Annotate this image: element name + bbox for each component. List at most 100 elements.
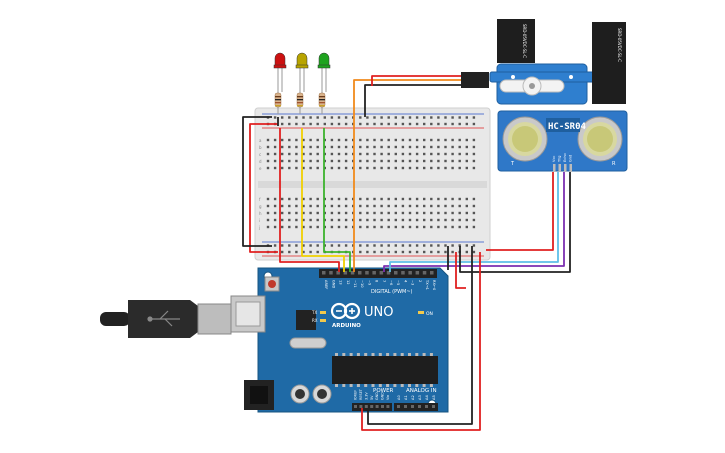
bb-hole[interactable] <box>451 138 454 142</box>
bb-hole[interactable] <box>302 250 305 254</box>
bb-hole[interactable] <box>437 250 440 254</box>
bb-hole[interactable] <box>295 250 298 254</box>
bb-hole[interactable] <box>316 159 319 163</box>
bb-hole[interactable] <box>444 211 447 215</box>
bb-hole[interactable] <box>380 218 383 222</box>
bb-hole[interactable] <box>302 152 305 156</box>
bb-hole[interactable] <box>387 159 390 163</box>
bb-hole[interactable] <box>451 166 454 170</box>
bb-hole[interactable] <box>281 116 284 119</box>
bb-hole[interactable] <box>465 250 468 254</box>
bb-hole[interactable] <box>309 244 312 247</box>
bb-hole[interactable] <box>330 204 334 208</box>
bb-hole[interactable] <box>288 211 291 215</box>
bb-hole[interactable] <box>366 244 369 247</box>
bb-hole[interactable] <box>295 152 298 156</box>
bb-hole[interactable] <box>288 225 291 229</box>
bb-hole[interactable] <box>401 122 405 126</box>
bb-hole[interactable] <box>387 116 390 119</box>
bb-hole[interactable] <box>273 197 277 201</box>
bb-hole[interactable] <box>373 197 376 201</box>
bb-hole[interactable] <box>316 152 319 156</box>
bb-hole[interactable] <box>430 211 433 215</box>
bb-hole[interactable] <box>394 218 397 222</box>
bb-hole[interactable] <box>423 166 426 170</box>
bb-hole[interactable] <box>408 116 412 119</box>
bb-hole[interactable] <box>458 159 461 163</box>
bb-hole[interactable] <box>451 145 454 149</box>
bb-hole[interactable] <box>401 204 405 208</box>
bb-hole[interactable] <box>281 218 284 222</box>
bb-hole[interactable] <box>458 166 461 170</box>
bb-hole[interactable] <box>437 138 440 142</box>
bb-hole[interactable] <box>302 244 305 247</box>
bb-hole[interactable] <box>373 116 376 119</box>
bb-hole[interactable] <box>415 122 419 126</box>
bb-hole[interactable] <box>465 244 468 247</box>
bb-hole[interactable] <box>465 145 468 149</box>
bb-hole[interactable] <box>458 211 461 215</box>
bb-hole[interactable] <box>302 197 305 201</box>
bb-hole[interactable] <box>423 218 426 222</box>
bb-hole[interactable] <box>430 218 433 222</box>
bb-hole[interactable] <box>337 145 341 149</box>
bb-hole[interactable] <box>344 197 348 201</box>
bb-hole[interactable] <box>451 152 454 156</box>
bb-hole[interactable] <box>273 166 277 170</box>
bb-hole[interactable] <box>451 218 454 222</box>
bb-hole[interactable] <box>387 145 390 149</box>
bb-hole[interactable] <box>387 138 390 142</box>
bb-hole[interactable] <box>330 225 334 229</box>
bb-hole[interactable] <box>337 204 341 208</box>
bb-hole[interactable] <box>359 166 362 170</box>
bb-hole[interactable] <box>330 116 334 119</box>
bb-hole[interactable] <box>408 218 412 222</box>
bb-hole[interactable] <box>472 152 476 156</box>
bb-hole[interactable] <box>309 159 312 163</box>
bb-hole[interactable] <box>465 225 468 229</box>
bb-hole[interactable] <box>281 211 284 215</box>
bb-hole[interactable] <box>401 250 405 254</box>
bb-hole[interactable] <box>458 197 461 201</box>
bb-hole[interactable] <box>330 244 334 247</box>
bb-hole[interactable] <box>366 166 369 170</box>
bb-hole[interactable] <box>437 225 440 229</box>
bb-hole[interactable] <box>366 122 369 126</box>
bb-hole[interactable] <box>380 204 383 208</box>
bb-hole[interactable] <box>344 225 348 229</box>
bb-hole[interactable] <box>373 244 376 247</box>
bb-hole[interactable] <box>373 211 376 215</box>
bb-hole[interactable] <box>366 138 369 142</box>
bb-hole[interactable] <box>437 159 440 163</box>
bb-hole[interactable] <box>337 166 341 170</box>
bb-hole[interactable] <box>401 197 405 201</box>
bb-hole[interactable] <box>458 244 461 247</box>
bb-hole[interactable] <box>281 225 284 229</box>
bb-hole[interactable] <box>266 159 270 163</box>
bb-hole[interactable] <box>458 145 461 149</box>
bb-hole[interactable] <box>465 197 468 201</box>
bb-hole[interactable] <box>394 166 397 170</box>
bb-hole[interactable] <box>380 138 383 142</box>
bb-hole[interactable] <box>444 218 447 222</box>
bb-hole[interactable] <box>373 166 376 170</box>
bb-hole[interactable] <box>309 218 312 222</box>
bb-hole[interactable] <box>295 218 298 222</box>
bb-hole[interactable] <box>387 211 390 215</box>
bb-hole[interactable] <box>302 138 305 142</box>
bb-hole[interactable] <box>415 152 419 156</box>
bb-hole[interactable] <box>430 166 433 170</box>
bb-hole[interactable] <box>337 138 341 142</box>
bb-hole[interactable] <box>273 152 277 156</box>
bb-hole[interactable] <box>288 197 291 201</box>
bb-hole[interactable] <box>415 244 419 247</box>
bb-hole[interactable] <box>423 250 426 254</box>
bb-hole[interactable] <box>273 116 277 119</box>
bb-hole[interactable] <box>380 145 383 149</box>
bb-hole[interactable] <box>273 159 277 163</box>
bb-hole[interactable] <box>359 159 362 163</box>
bb-hole[interactable] <box>394 244 397 247</box>
bb-hole[interactable] <box>472 211 476 215</box>
bb-hole[interactable] <box>465 218 468 222</box>
bb-hole[interactable] <box>451 204 454 208</box>
